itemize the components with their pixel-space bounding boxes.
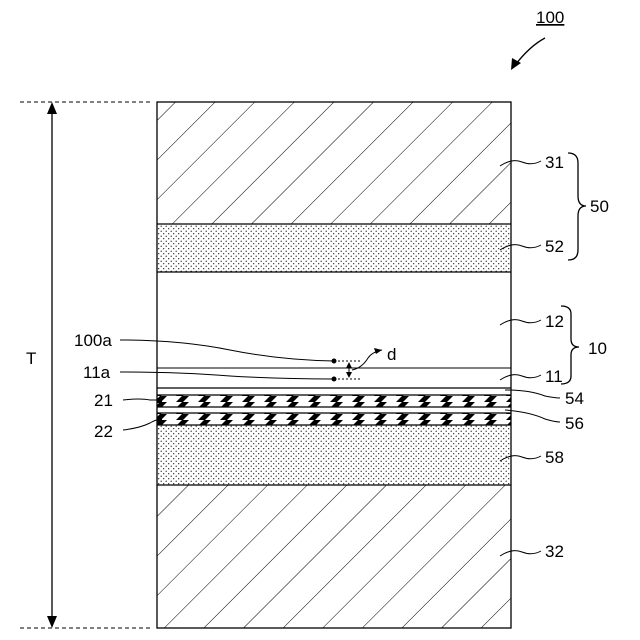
figure-ref-label: 100 [536, 8, 564, 27]
dimension-t-label: T [26, 349, 36, 368]
label-21: 21 [94, 391, 113, 410]
label-22: 22 [94, 422, 113, 441]
label-32: 32 [545, 542, 564, 561]
layer-stack [157, 102, 511, 628]
label-58: 58 [545, 448, 564, 467]
label-11a: 11a [83, 363, 111, 382]
layer-31 [157, 102, 511, 224]
label-54: 54 [565, 389, 584, 408]
layer-58 [157, 425, 511, 485]
group-label-50: 50 [590, 197, 609, 216]
layer-32 [157, 485, 511, 628]
label-56: 56 [565, 414, 584, 433]
d-label: d [387, 345, 396, 364]
layer-56 [157, 413, 511, 425]
layer-54 [157, 395, 511, 407]
figure-ref-arrow [516, 38, 545, 64]
label-52: 52 [545, 237, 564, 256]
label-12: 12 [545, 312, 564, 331]
layer-12 [157, 272, 511, 368]
brace-50 [568, 153, 586, 260]
layer-52 [157, 224, 511, 272]
label-31: 31 [545, 153, 564, 172]
label-11: 11 [545, 367, 563, 386]
label-100a: 100a [74, 331, 112, 350]
group-label-10: 10 [588, 339, 607, 358]
